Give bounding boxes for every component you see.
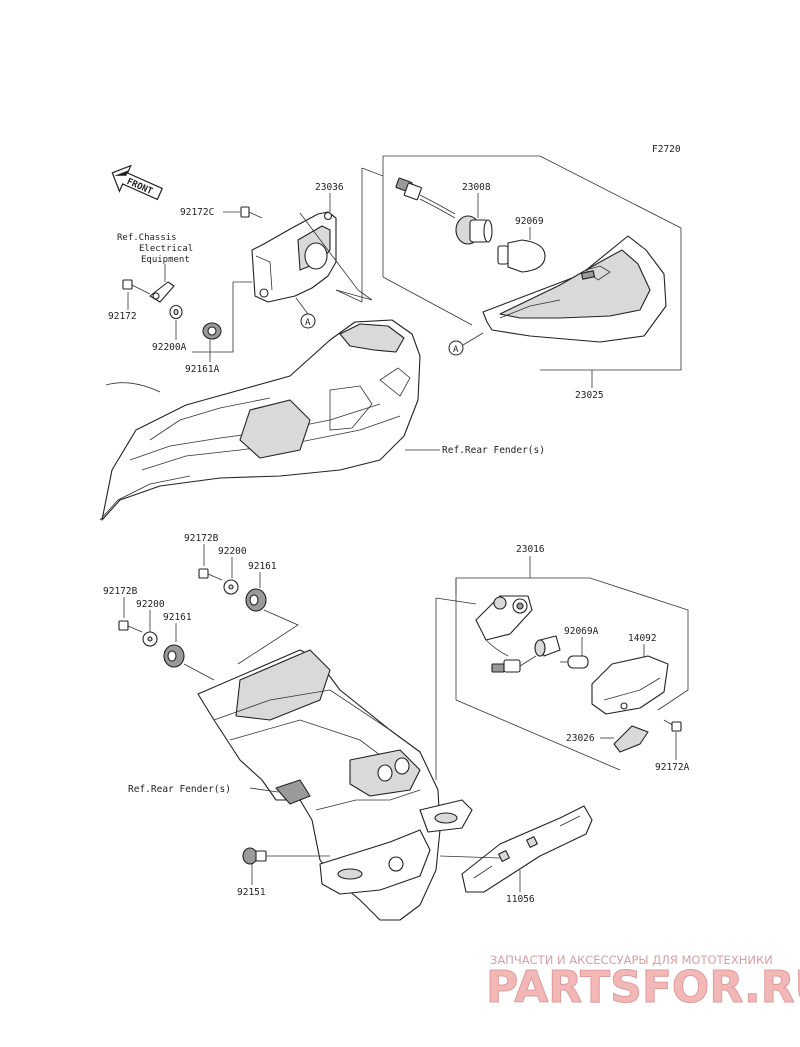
license-lamp-socket [475,595,533,657]
callout-92069: 92069 [515,216,544,227]
bulb-socket-23008 [455,215,493,245]
washer-92200-b [142,631,158,647]
bracket-23036 [251,211,337,303]
callout-92151: 92151 [237,887,266,898]
callout-23008: 23008 [462,182,491,193]
washer-92200a [169,304,183,320]
callout-23016: 23016 [516,544,545,555]
callout-92172a: 92172A [655,762,690,773]
figure-code: F2720 [652,144,681,155]
callout-23026: 23026 [566,733,595,744]
callout-11056: 11056 [506,894,535,905]
callout-23036: 23036 [315,182,344,193]
taillight-lens-23025 [482,235,667,343]
ref-rear-fender-top: Ref.Rear Fender(s) [442,445,545,456]
callout-92200a: 92200A [152,342,187,353]
taillight-box-outline [335,155,682,371]
socket-connector [395,177,456,219]
front-arrow-icon: FRONT [111,164,164,201]
callout-92172b-b: 92172B [103,586,138,597]
bulb-92069 [497,239,546,273]
license-lamp-connector [491,655,537,673]
screw-92172 [122,279,151,295]
callout-92069a: 92069A [564,626,599,637]
callout-92200-a: 92200 [218,546,247,557]
gasket-23026 [613,725,649,753]
ref-rear-fender-bottom: Ref.Rear Fender(s) [128,784,231,795]
license-lamp-lens-14092 [591,655,669,715]
license-bulb-socket [534,635,561,657]
grommet-92161-b [163,644,185,668]
callout-23025: 23025 [575,390,604,401]
license-holder-body [197,649,473,921]
callout-92161-b: 92161 [163,612,192,623]
screw-92172c [240,206,263,219]
callout-14092: 14092 [628,633,657,644]
plate-bracket-11056 [461,805,593,893]
bolt-92151 [242,847,330,865]
ref-chassis-line2: Electrical [139,244,193,254]
callout-92161-a: 92161 [248,561,277,572]
callout-92172c: 92172C [180,207,214,218]
screw-92172b-b [118,620,143,633]
rear-fender-upper [99,319,421,521]
watermark-tagline: ЗАПЧАСТИ И АКСЕССУАРЫ ДЛЯ МОТОТЕХНИКИ [490,953,773,967]
screw-92172b-a [198,568,223,581]
marker-a-right: A [453,345,459,355]
grommet-92161a [202,322,222,340]
marker-a-left: A [305,318,311,328]
ref-chassis-line3: Equipment [141,255,190,265]
watermark-brand: PARTSFOR.RU [486,962,800,1013]
screw-92172a [663,719,682,732]
wire-clamp [149,281,175,303]
callout-92161a: 92161A [185,364,220,375]
callout-92200-b: 92200 [136,599,165,610]
ref-chassis-line1: Ref.Chassis [117,233,177,243]
callout-92172b-a: 92172B [184,533,219,544]
callout-92172: 92172 [108,311,137,322]
bulb-92069a [560,655,589,669]
washer-92200-a [223,579,239,595]
grommet-92161-a [245,588,267,612]
license-lamp-box-outline [435,577,689,780]
